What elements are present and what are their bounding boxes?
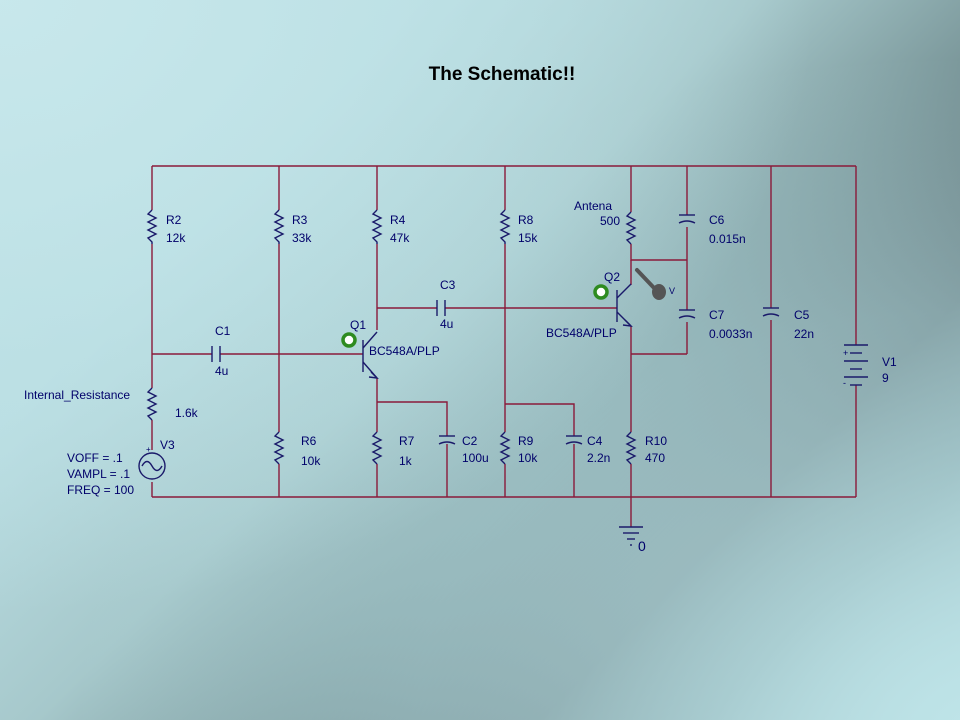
label-c7-ref: C7 bbox=[709, 308, 725, 322]
label-r2-value: 12k bbox=[166, 231, 186, 245]
slide-title: The Schematic!! bbox=[428, 64, 576, 85]
label-r7-value: 1k bbox=[399, 454, 413, 468]
resistors bbox=[146, 209, 637, 465]
label-r8-ref: R8 bbox=[518, 213, 534, 227]
label-v1-ref: V1 bbox=[882, 355, 897, 369]
label-c7-value: 0.0033n bbox=[709, 327, 752, 341]
resistor-r7 bbox=[371, 431, 383, 465]
label-r2-ref: R2 bbox=[166, 213, 182, 227]
svg-text:V: V bbox=[669, 286, 675, 296]
transistor-q2 bbox=[616, 283, 633, 327]
label-c6-ref: C6 bbox=[709, 213, 725, 227]
capacitor-c5 bbox=[762, 307, 780, 317]
ground-symbol bbox=[619, 526, 643, 546]
label-r10-ref: R10 bbox=[645, 434, 667, 448]
wires bbox=[151, 165, 857, 527]
label-v3-vampl: VAMPL = .1 bbox=[67, 467, 130, 481]
label-v1-value: 9 bbox=[882, 371, 889, 385]
label-c4-value: 2.2n bbox=[587, 451, 610, 465]
voltage-probe: V bbox=[635, 268, 675, 300]
label-c6-value: 0.015n bbox=[709, 232, 746, 246]
probe-marker-q2 bbox=[593, 284, 609, 300]
transistor-q1 bbox=[362, 331, 379, 379]
label-v3-ref: V3 bbox=[160, 438, 175, 452]
label-c2-value: 100u bbox=[462, 451, 489, 465]
capacitor-c1 bbox=[211, 346, 221, 362]
label-q1-model: BC548A/PLP bbox=[369, 344, 440, 358]
svg-text:-: - bbox=[843, 378, 846, 388]
capacitor-c3 bbox=[436, 300, 446, 316]
label-v3-freq: FREQ = 100 bbox=[67, 483, 134, 497]
resistor-internal bbox=[146, 387, 158, 421]
label-antena-value: 500 bbox=[600, 214, 620, 228]
label-r3-value: 33k bbox=[292, 231, 312, 245]
ac-source-v3: + bbox=[138, 445, 166, 480]
resistor-r9 bbox=[499, 431, 511, 465]
capacitor-c7 bbox=[678, 309, 696, 319]
resistor-r8 bbox=[499, 209, 511, 244]
label-q1-ref: Q1 bbox=[350, 318, 366, 332]
label-r3-ref: R3 bbox=[292, 213, 308, 227]
resistor-r6 bbox=[273, 431, 285, 465]
capacitor-c6 bbox=[678, 214, 696, 224]
label-antena-ref: Antena bbox=[574, 199, 612, 213]
label-c1-value: 4u bbox=[215, 364, 228, 378]
svg-text:+: + bbox=[146, 445, 151, 454]
resistor-r2 bbox=[146, 209, 158, 244]
label-c5-ref: C5 bbox=[794, 308, 810, 322]
resistor-antena bbox=[625, 211, 637, 245]
label-c3-value: 4u bbox=[440, 317, 453, 331]
label-c4-ref: C4 bbox=[587, 434, 603, 448]
label-ground: 0 bbox=[638, 538, 646, 554]
label-r4-value: 47k bbox=[390, 231, 410, 245]
label-c3-ref: C3 bbox=[440, 278, 456, 292]
label-r8-value: 15k bbox=[518, 231, 538, 245]
label-r6-value: 10k bbox=[301, 454, 321, 468]
label-r6-ref: R6 bbox=[301, 434, 317, 448]
probe-marker-q1 bbox=[341, 332, 357, 348]
label-v3-voff: VOFF = .1 bbox=[67, 451, 123, 465]
capacitor-c2 bbox=[438, 435, 456, 445]
svg-text:+: + bbox=[843, 348, 848, 358]
label-internal-resistance-ref: Internal_Resistance bbox=[24, 388, 130, 402]
labels: R2 12k R3 33k R4 47k R8 15k Antena 500 C… bbox=[24, 199, 897, 554]
resistor-r3 bbox=[273, 209, 285, 244]
label-q2-model: BC548A/PLP bbox=[546, 326, 617, 340]
label-r9-value: 10k bbox=[518, 451, 538, 465]
capacitors bbox=[211, 214, 780, 445]
label-internal-resistance-value: 1.6k bbox=[175, 406, 199, 420]
label-r10-value: 470 bbox=[645, 451, 665, 465]
battery-v1: + - bbox=[843, 344, 868, 388]
label-r9-ref: R9 bbox=[518, 434, 534, 448]
label-c1-ref: C1 bbox=[215, 324, 231, 338]
resistor-r4 bbox=[371, 209, 383, 244]
label-r7-ref: R7 bbox=[399, 434, 415, 448]
label-c5-value: 22n bbox=[794, 327, 814, 341]
label-c2-ref: C2 bbox=[462, 434, 478, 448]
label-r4-ref: R4 bbox=[390, 213, 406, 227]
capacitor-c4 bbox=[565, 435, 583, 445]
label-q2-ref: Q2 bbox=[604, 270, 620, 284]
resistor-r10 bbox=[625, 431, 637, 465]
